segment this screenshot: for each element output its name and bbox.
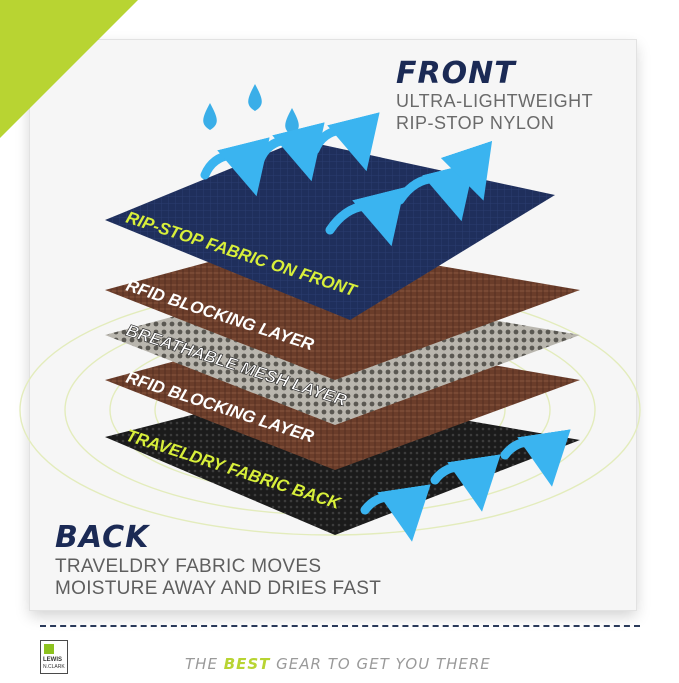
front-desc-line2: RIP-STOP NYLON [396,113,555,133]
logo-mark [44,644,54,654]
front-title: FRONT [396,56,516,91]
back-description: TRAVELDRY FABRIC MOVES MOISTURE AWAY AND… [55,556,435,600]
back-desc-line2: MOISTURE AWAY AND DRIES FAST [55,578,382,599]
tagline-after: GEAR TO GET YOU THERE [270,655,491,673]
dashed-divider [40,625,640,627]
logo-text-line2: N.CLARK [43,664,65,670]
water-drop-icon [203,84,299,135]
corner-triangle [0,0,138,138]
logo-text-line1: LEWIS [43,657,62,663]
tagline-before: THE [185,655,224,673]
brand-logo: LEWIS N.CLARK [40,640,68,674]
tagline: THE BEST GEAR TO GET YOU THERE [185,655,605,673]
moisture-arrow-icon [360,429,571,542]
moisture-arrow-icon [200,112,493,247]
front-desc-line1: ULTRA-LIGHTWEIGHT [396,91,594,111]
tagline-highlight: BEST [223,655,271,673]
back-title: BACK [55,520,150,555]
back-desc-line1: TRAVELDRY FABRIC MOVES [55,556,322,577]
front-description: ULTRA-LIGHTWEIGHT RIP-STOP NYLON [396,90,636,134]
